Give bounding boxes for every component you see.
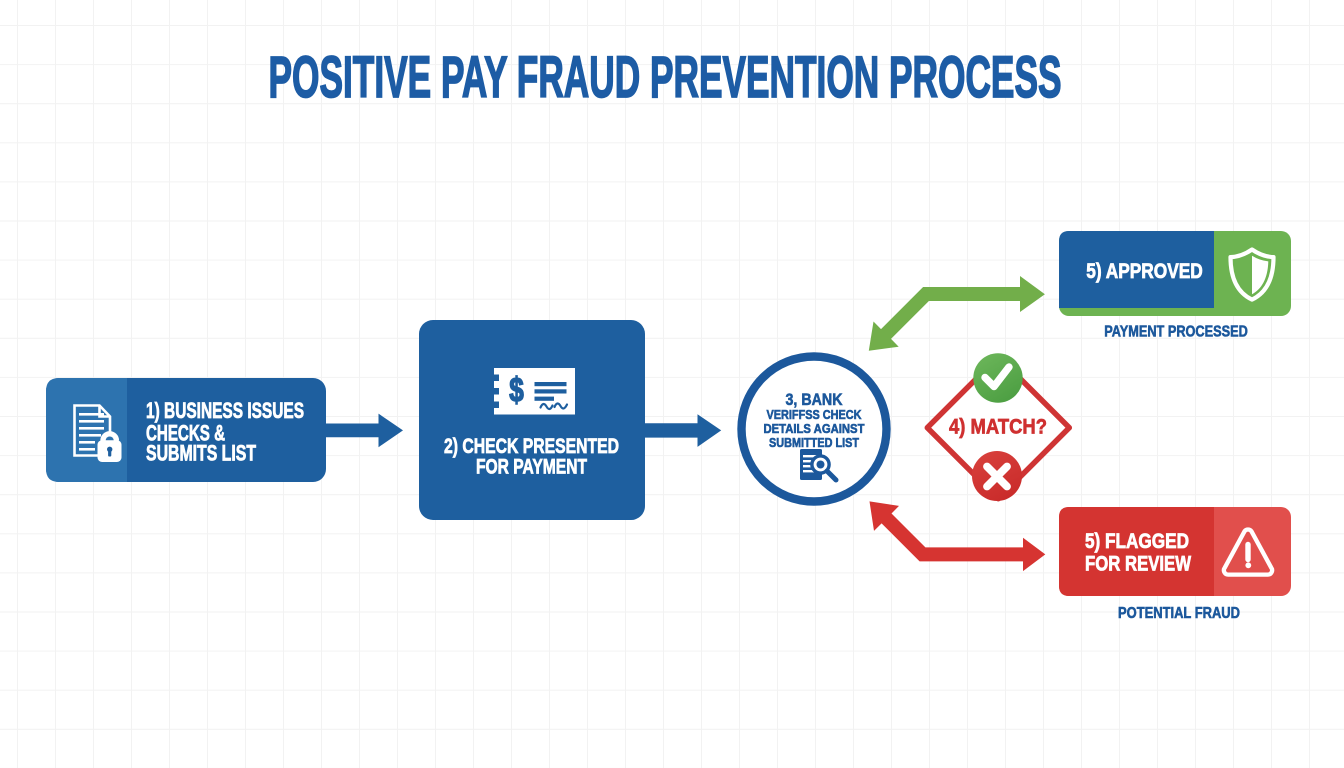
svg-text:5) APPROVED: 5) APPROVED [1086, 258, 1203, 283]
svg-text:$: $ [509, 372, 524, 410]
svg-text:SUBMITTED LIST: SUBMITTED LIST [769, 436, 859, 450]
svg-text:SUBMITS LIST: SUBMITS LIST [146, 441, 256, 466]
svg-text:DETAILS AGAINST: DETAILS AGAINST [764, 422, 865, 436]
svg-text:3, BANK: 3, BANK [786, 391, 843, 409]
svg-text:VERIFFSS CHECK: VERIFFSS CHECK [767, 408, 862, 422]
svg-text:PAYMENT PROCESSED: PAYMENT PROCESSED [1104, 324, 1248, 341]
svg-text:FOR PAYMENT: FOR PAYMENT [476, 455, 587, 479]
svg-text:2) CHECK PRESENTED: 2) CHECK PRESENTED [444, 434, 619, 458]
svg-text:5) FLAGGED: 5) FLAGGED [1085, 529, 1189, 553]
svg-text:POSITIVE PAY FRAUD PREVENTION: POSITIVE PAY FRAUD PREVENTION PROCESS [269, 45, 1062, 110]
svg-text:FOR REVIEW: FOR REVIEW [1085, 552, 1192, 576]
svg-text:POTENTIAL FRAUD: POTENTIAL FRAUD [1118, 605, 1240, 622]
svg-text:CHECKS &: CHECKS & [146, 421, 225, 446]
svg-text:1) BUSINESS ISSUES: 1) BUSINESS ISSUES [146, 398, 304, 423]
svg-text:4) MATCH?: 4) MATCH? [949, 415, 1047, 439]
